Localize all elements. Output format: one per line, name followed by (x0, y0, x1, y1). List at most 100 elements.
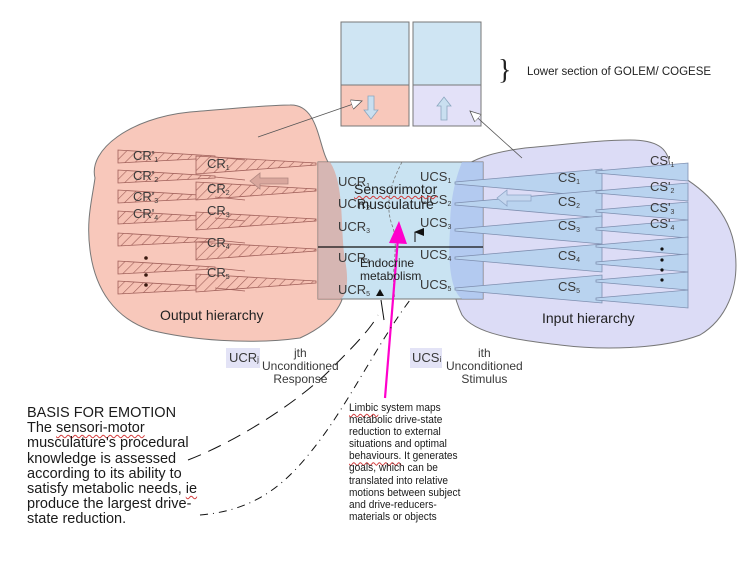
limbic-note-line6: goals, which can be (349, 462, 438, 475)
output-cone (195, 273, 317, 293)
limbic-line5-spellcheck: behaviours. (349, 450, 402, 463)
emotion-note-line2: musculature's procedural (27, 435, 189, 452)
cs-primed-label: CS'2 (650, 179, 675, 195)
ucs-desc-line2: Unconditioned (446, 359, 523, 373)
output-link-line (214, 156, 246, 161)
input-to-golem-arrow (470, 111, 523, 159)
output-hierarchy-label: Output hierarchy (160, 307, 264, 323)
cs-primed-label: CS'3 (650, 200, 675, 216)
ucs-legend-description: ith Unconditioned Stimulus (446, 347, 523, 386)
ucr-legend-sub: j (257, 355, 259, 364)
emotion-line1-pre: The (27, 420, 57, 437)
limbic-note-line7: translated into relative (349, 474, 449, 487)
ucr5-arrow (380, 299, 385, 321)
cs-label: CS3 (558, 218, 580, 234)
ucr-label: UCR2 (338, 196, 370, 212)
output-primed-cone (117, 260, 216, 275)
ucr-legend-base: UCR (229, 350, 258, 365)
emotion-line1-spellcheck: sensori-motor (56, 420, 145, 437)
input-primed-cone (595, 289, 689, 309)
golem-box-left-bottom (340, 84, 410, 127)
input-primed-cone (595, 162, 689, 182)
cr-primed-label: CR'4 (133, 206, 158, 222)
cs-primed-label: CS'1 (650, 153, 675, 169)
ellipsis-dot (144, 273, 148, 277)
input-primed-cone (595, 253, 689, 273)
ucr-legend-symbol: UCRj (229, 350, 259, 365)
cr-primed-label: CR'1 (133, 148, 158, 164)
emotion-connector-lower (199, 299, 411, 516)
output-link-line (214, 176, 246, 181)
limbic-note-line2: metabolic drive-state (349, 414, 443, 427)
ucs-label: UCS2 (420, 192, 451, 208)
output-link-line (214, 287, 246, 292)
golem-upper-section (340, 21, 482, 127)
emotion-note-line5: satisfy metabolic needs, ie (27, 481, 197, 498)
endocrine-label-line1: Endocrine (360, 256, 415, 270)
limbic-line1-post: system maps (378, 402, 441, 414)
sensorimotor-label: Sensorimotor musculature (354, 182, 437, 212)
ucr-legend-description: jth Unconditioned Response (262, 347, 339, 386)
ucr-desc-line1: jth (294, 346, 307, 360)
input-cone (454, 168, 603, 198)
input-flow-arrow-icon (496, 189, 532, 207)
cs-label: CS2 (558, 194, 580, 210)
golem-box-right-top (412, 21, 482, 86)
emotion-note-title: BASIS FOR EMOTION (27, 405, 177, 421)
ucr-label: UCR3 (338, 219, 370, 235)
output-link-line (214, 239, 246, 244)
center-block (317, 161, 484, 300)
golem-box-left-top (340, 21, 410, 86)
cr-label: CR5 (207, 265, 230, 281)
cr-label: CR2 (207, 181, 230, 197)
ellipsis-dot (660, 268, 664, 272)
output-cone (195, 241, 317, 261)
ellipsis-dot (660, 278, 664, 282)
cs-label: CS1 (558, 170, 580, 186)
sensorimotor-label-line2: musculature (357, 196, 434, 212)
ucr-label: UCR4 (338, 250, 370, 266)
ucs-label: UCS5 (420, 277, 451, 293)
ucs-desc-line3: Stimulus (461, 372, 508, 386)
cr-label: CR1 (207, 156, 230, 172)
ucr-desc-line3: Response (273, 372, 328, 386)
input-primed-cone (595, 201, 689, 221)
endocrine-label: Endocrine metabolism (360, 257, 421, 283)
output-link-line (214, 267, 246, 272)
ucs-legend-badge (410, 348, 442, 368)
emotion-line5-pre: satisfy metabolic needs, (27, 481, 186, 498)
ucs-legend-sub: i (439, 355, 442, 364)
cr-label: CR3 (207, 203, 230, 219)
emotion-note: BASIS FOR EMOTION The sensori-motor musc… (27, 405, 197, 528)
limbic-line1-spellcheck: Limbic (349, 402, 379, 414)
ellipsis-dot (660, 258, 664, 262)
limbic-arrow (383, 237, 400, 399)
input-cones (454, 162, 689, 309)
output-flow-arrow-icon (249, 172, 289, 190)
cs-label: CS4 (558, 248, 580, 264)
limbic-note-line5: behaviours. It generates (349, 450, 460, 462)
down-arrow-icon (363, 95, 379, 120)
limbic-note-line9: and drive-reducers- (349, 498, 437, 511)
limbic-note-line8: motions between subject (349, 486, 461, 499)
input-primed-cone (595, 219, 689, 239)
ucr-desc-line2: Unconditioned (262, 359, 339, 373)
emotion-note-line1: The sensori-motor (27, 421, 197, 436)
limbic-note: Limbic system maps metabolic drive-state… (349, 402, 460, 523)
endocrine-label-line2: metabolism (360, 269, 422, 283)
output-cone (195, 181, 317, 201)
output-primed-cone (117, 232, 216, 247)
output-cone (195, 155, 317, 175)
limbic-line5-post: It generates (401, 450, 458, 463)
ucr5-arrowhead-icon (376, 289, 384, 296)
golem-section-label: Lower section of GOLEM/ COGESE (527, 66, 712, 78)
input-primed-cone (595, 271, 689, 291)
cr-primed-label: CR'3 (133, 189, 158, 205)
emotion-connector-upper (187, 314, 379, 461)
output-cones (117, 149, 317, 295)
ucs-label: UCS4 (420, 247, 451, 263)
output-to-golem-arrow (257, 101, 362, 138)
ucs-label: UCS3 (420, 215, 451, 231)
ucr-label: UCR5 (338, 282, 370, 298)
